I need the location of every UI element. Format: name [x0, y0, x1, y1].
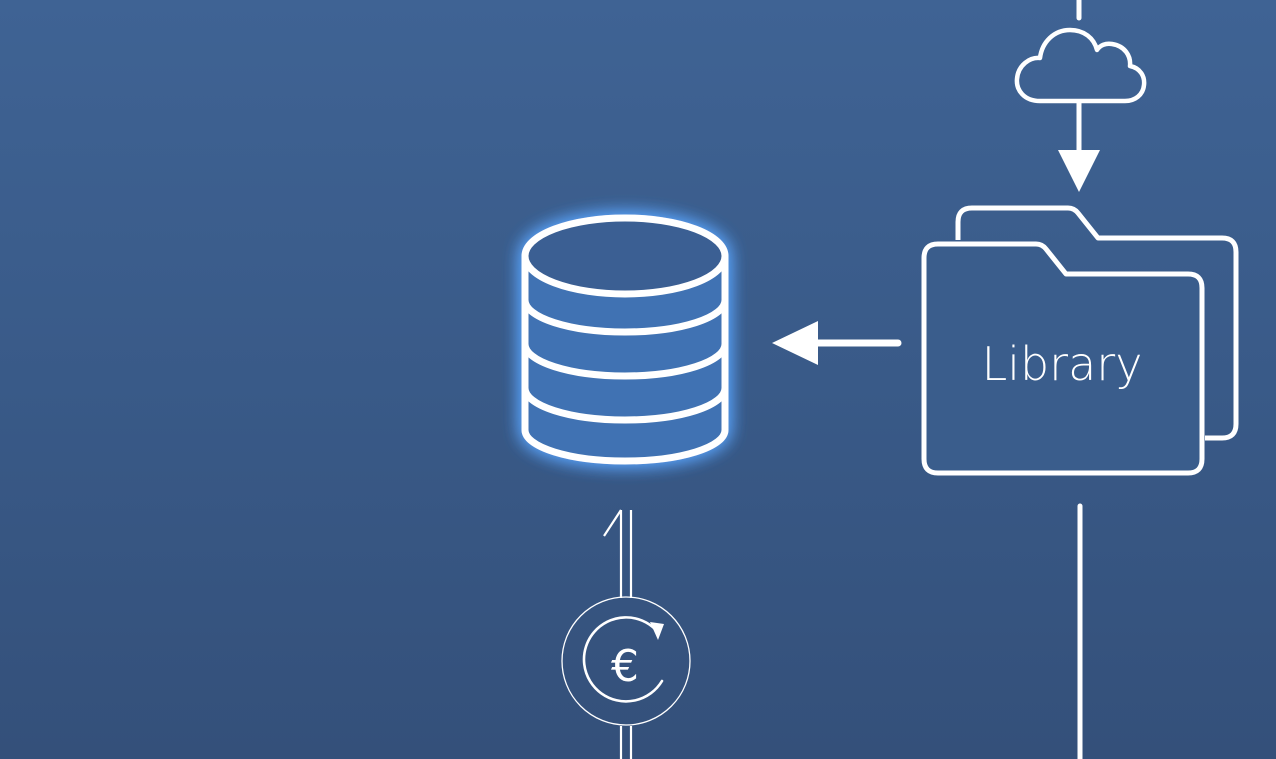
cloud-icon — [1014, 27, 1147, 104]
cloud-to-library-arrow-head — [1058, 150, 1100, 192]
euro-symbol: € — [611, 641, 639, 692]
euro-exchange-icon[interactable]: € — [561, 596, 691, 726]
database-euro-connector — [603, 509, 633, 759]
folder-icon[interactable] — [921, 241, 1205, 476]
library-to-database-arrow-head — [772, 321, 818, 365]
library-label: Library — [982, 337, 1143, 391]
database-icon[interactable] — [521, 214, 729, 465]
folder-back-icon — [955, 205, 1239, 441]
